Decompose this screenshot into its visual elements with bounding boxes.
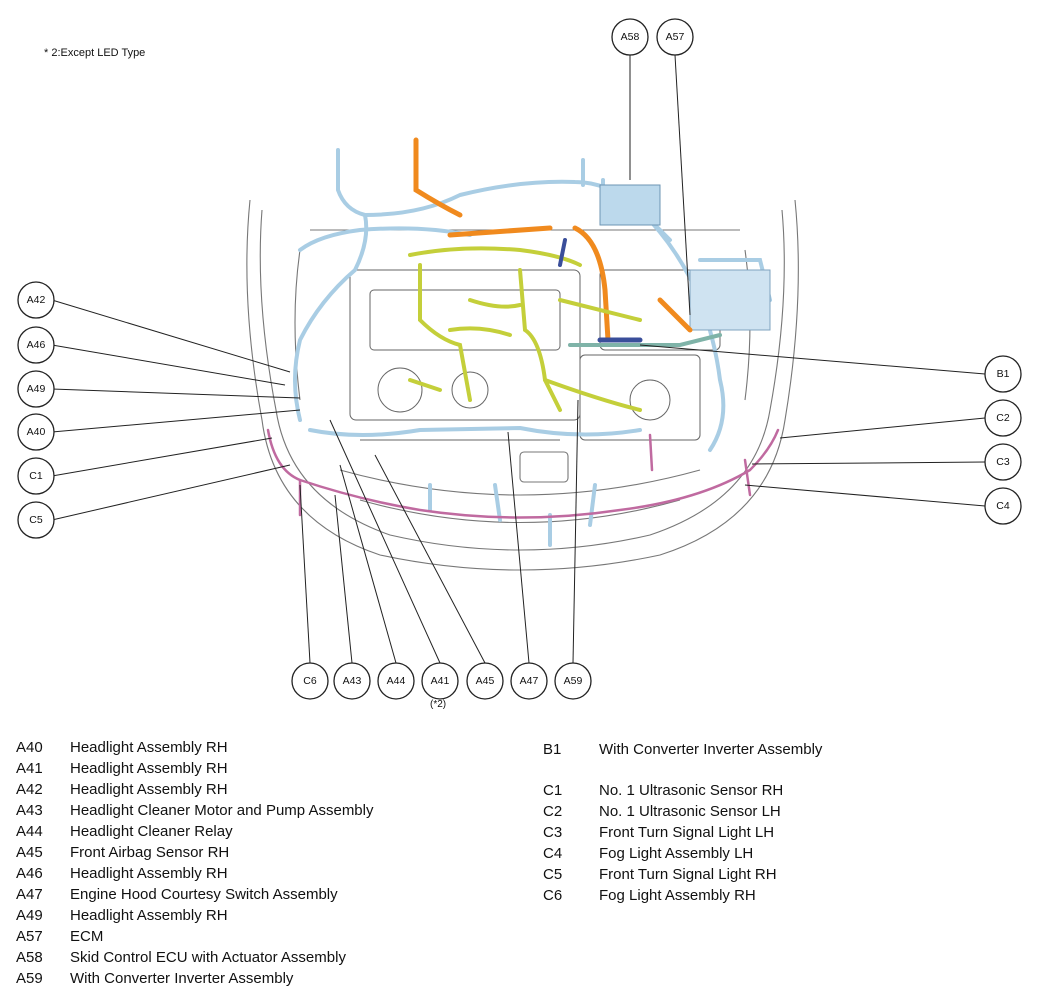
callout-a47: A47 xyxy=(510,662,548,700)
callout-a46: A46 xyxy=(17,326,55,364)
legend-code: A44 xyxy=(16,823,43,840)
legend-desc: Headlight Cleaner Relay xyxy=(70,823,233,840)
callout-a58: A58 xyxy=(611,18,649,56)
callout-c3: C3 xyxy=(984,443,1022,481)
legend-code: A46 xyxy=(16,865,43,882)
legend-desc: Fog Light Assembly LH xyxy=(599,845,754,862)
callout-c2: C2 xyxy=(984,399,1022,437)
callout-a41: A41 xyxy=(421,662,459,700)
callout-c6: C6 xyxy=(291,662,329,700)
callout-c1-label: C1 xyxy=(29,470,43,482)
engine-block-sketch xyxy=(349,269,721,441)
legend-code: A57 xyxy=(16,928,43,945)
callout-a59-label: A59 xyxy=(564,675,583,687)
callout-a44: A44 xyxy=(377,662,415,700)
legend-desc: Headlight Cleaner Motor and Pump Assembl… xyxy=(70,802,374,819)
callout-c4: C4 xyxy=(984,487,1022,525)
legend-desc: Front Airbag Sensor RH xyxy=(70,844,230,861)
legend-code: C6 xyxy=(543,887,563,904)
harness-blue xyxy=(293,148,772,547)
callout-a40: A40 xyxy=(17,413,55,451)
car-body-outline xyxy=(246,199,799,571)
legend-desc: Fog Light Assembly RH xyxy=(599,887,756,904)
legend-code: A42 xyxy=(16,781,43,798)
legend-code: A40 xyxy=(16,739,43,756)
callout-a43-label: A43 xyxy=(343,675,362,687)
legend-code: A59 xyxy=(16,970,43,987)
callout-a58-label: A58 xyxy=(621,31,640,43)
callout-a57-label: A57 xyxy=(666,31,685,43)
callout-a41-label: A41 xyxy=(431,675,450,687)
legend-desc: With Converter Inverter Assembly xyxy=(70,970,294,987)
callout-c5: C5 xyxy=(17,501,55,539)
callout-c1: C1 xyxy=(17,457,55,495)
harness-teal xyxy=(558,238,722,347)
legend-code: C1 xyxy=(543,782,563,799)
callout-a46-label: A46 xyxy=(27,339,46,351)
legend-code: A47 xyxy=(16,886,43,903)
inverter-box xyxy=(689,269,771,331)
legend-code: C4 xyxy=(543,845,563,862)
callout-b1: B1 xyxy=(984,355,1022,393)
legend-desc: Headlight Assembly RH xyxy=(70,907,228,924)
legend-code: A41 xyxy=(16,760,43,777)
legend-desc: ECM xyxy=(70,928,104,945)
legend-code: A49 xyxy=(16,907,43,924)
legend-code: C5 xyxy=(543,866,563,883)
harness-orange xyxy=(413,137,693,343)
callout-a42-label: A42 xyxy=(27,294,46,306)
callout-a44-label: A44 xyxy=(387,675,406,687)
legend-code: C2 xyxy=(543,803,563,820)
legend-code: A43 xyxy=(16,802,43,819)
callout-c6-label: C6 xyxy=(303,675,317,687)
legend-desc: Front Turn Signal Light RH xyxy=(599,866,777,883)
legend-code: B1 xyxy=(543,741,562,758)
callout-a40-label: A40 xyxy=(27,426,46,438)
legend-desc: Engine Hood Courtesy Switch Assembly xyxy=(70,886,338,903)
callout-c3-label: C3 xyxy=(996,456,1010,468)
legend-code: A45 xyxy=(16,844,43,861)
legend-desc: Skid Control ECU with Actuator Assembly xyxy=(70,949,346,966)
abs-ecu-box xyxy=(599,184,661,226)
callout-c4-label: C4 xyxy=(996,500,1010,512)
engine-bay-wiring-diagram: A42 A46 A49 A40 C1 C5 A58 A57 B1 C2 C3 C… xyxy=(17,18,1022,700)
callout-a47-label: A47 xyxy=(520,675,539,687)
legend-code: C3 xyxy=(543,824,563,841)
callout-a45: A45 xyxy=(466,662,504,700)
legend-code: A58 xyxy=(16,949,43,966)
legend-desc: With Converter Inverter Assembly xyxy=(599,741,823,758)
callout-c2-label: C2 xyxy=(996,412,1010,424)
legend-desc: Headlight Assembly RH xyxy=(70,865,228,882)
legend-desc: Headlight Assembly RH xyxy=(70,781,228,798)
callout-a45-label: A45 xyxy=(476,675,495,687)
callout-a41-footnote-ref: (*2) xyxy=(430,699,447,710)
leader-lines xyxy=(51,54,986,664)
callout-a49-label: A49 xyxy=(27,383,46,395)
callout-a43: A43 xyxy=(333,662,371,700)
harness-pink xyxy=(266,428,780,519)
callout-a49: A49 xyxy=(17,370,55,408)
legend-desc: Headlight Assembly RH xyxy=(70,760,228,777)
legend-desc: Front Turn Signal Light LH xyxy=(599,824,775,841)
callout-a59: A59 xyxy=(554,662,592,700)
callout-b1-label: B1 xyxy=(997,368,1010,380)
callout-a42: A42 xyxy=(17,281,55,319)
callout-a57: A57 xyxy=(656,18,694,56)
callout-c5-label: C5 xyxy=(29,514,43,526)
legend-desc: No. 1 Ultrasonic Sensor RH xyxy=(599,782,784,799)
footnote-except-led: * 2:Except LED Type xyxy=(44,47,146,59)
legend-desc: No. 1 Ultrasonic Sensor LH xyxy=(599,803,781,820)
legend-desc: Headlight Assembly RH xyxy=(70,739,228,756)
